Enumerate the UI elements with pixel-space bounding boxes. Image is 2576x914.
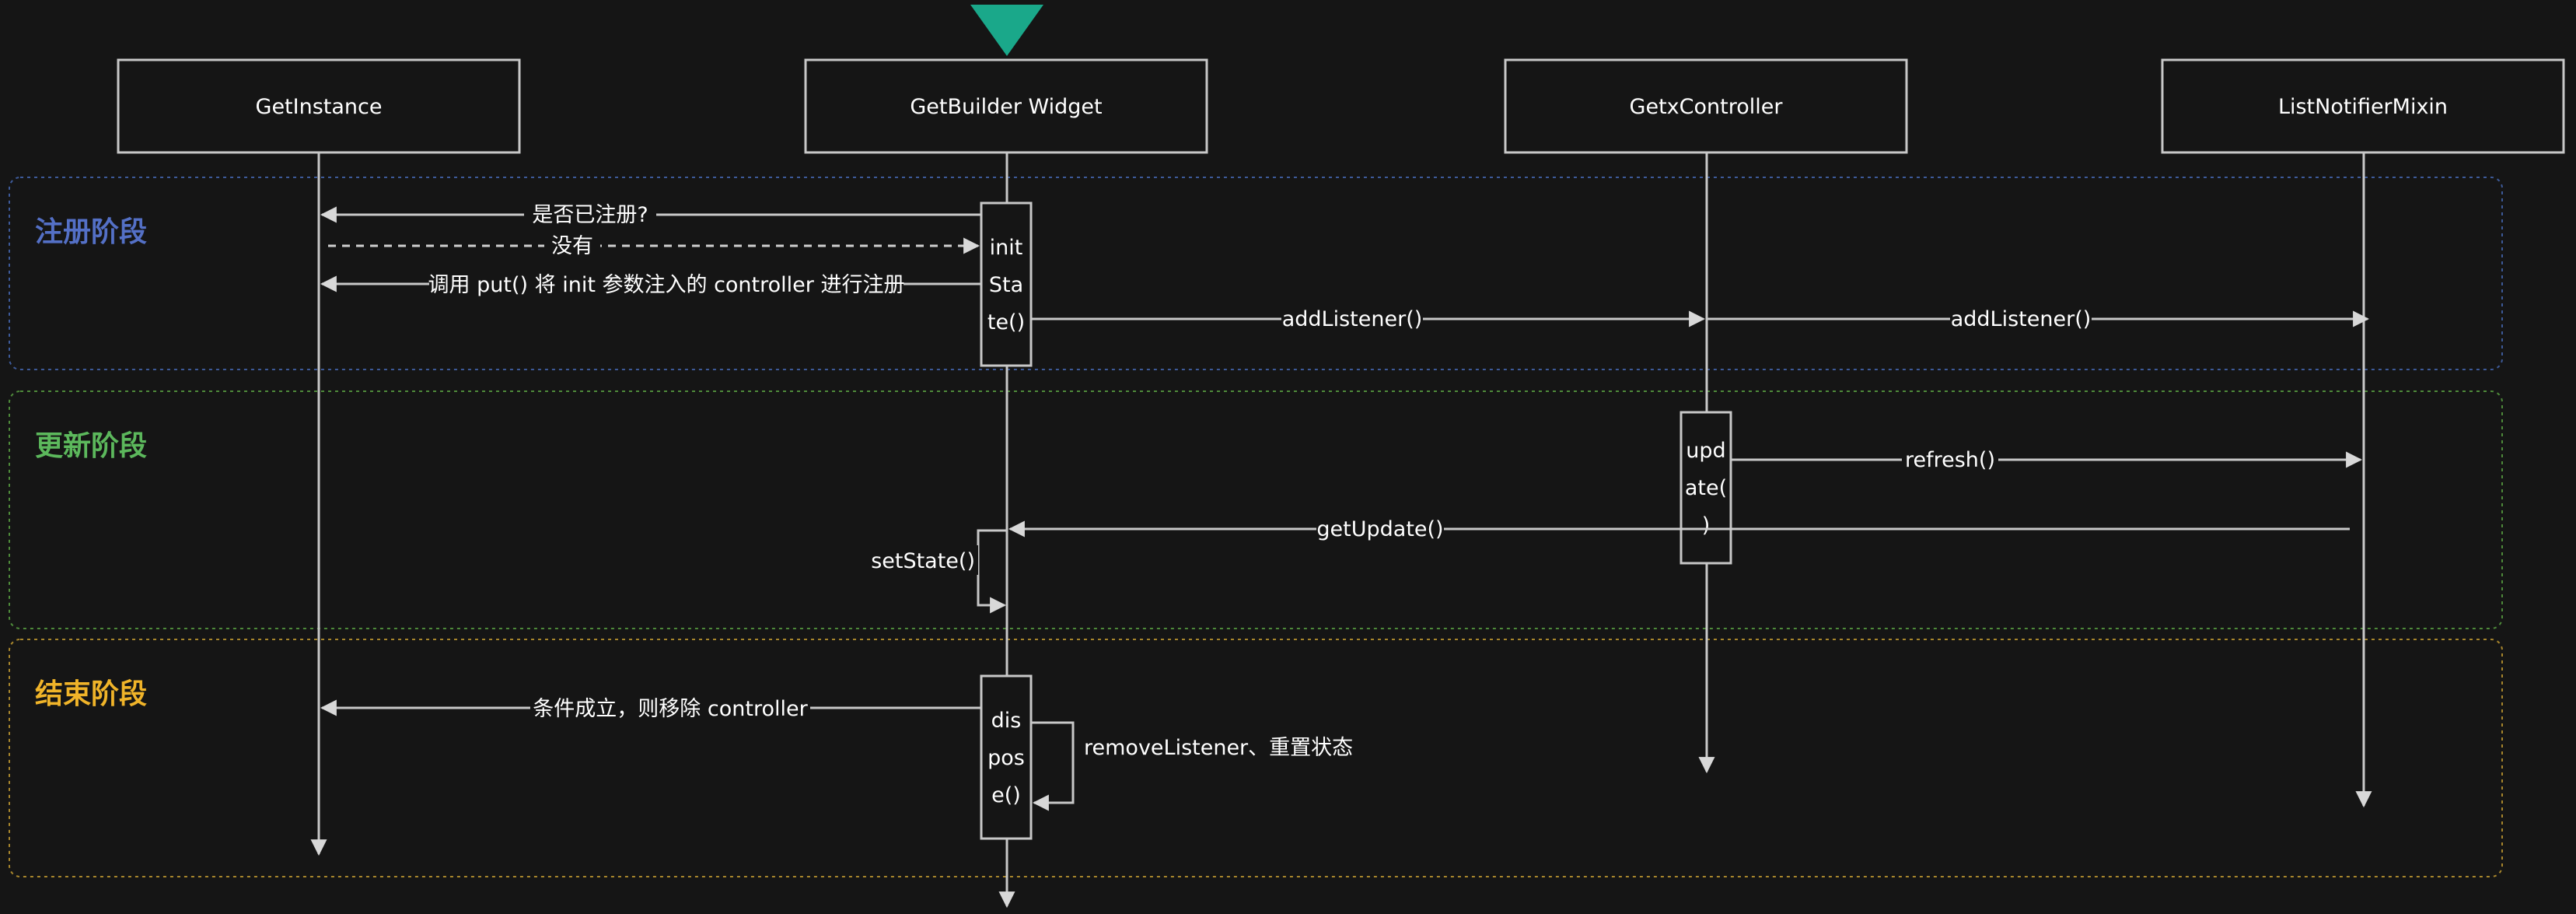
participant-mixin-label: ListNotifierMixin — [2278, 95, 2448, 119]
activation-update: upd ate( ) — [1679, 411, 1732, 565]
participant-controller-label: GetxController — [1630, 95, 1784, 119]
message-remove-controller-label-bg — [530, 693, 810, 723]
message-refresh: refresh() — [1731, 446, 2363, 474]
participant-controller-box — [1504, 58, 1908, 154]
participant-controller: GetxController — [1504, 58, 1908, 154]
phase-register-frame — [9, 177, 2503, 370]
message-add-listener-1-label-bg — [1281, 305, 1423, 333]
message-remove-listener: removeListener、重置状态 — [1031, 721, 1353, 811]
message-is-registered-label: 是否已注册? — [532, 203, 648, 227]
participant-getinstance-label: GetInstance — [256, 95, 383, 119]
message-call-put-label: 调用 put() 将 init 参数注入的 controller 进行注册 — [428, 273, 905, 297]
message-remove-listener-arrow — [1031, 721, 1075, 811]
phase-end: 结束阶段 — [9, 639, 2503, 877]
activation-update-box — [1679, 411, 1732, 565]
start-marker-icon — [970, 5, 1043, 56]
activation-update-line-2: ate( — [1685, 476, 1727, 500]
phase-update-title: 更新阶段 — [35, 430, 147, 462]
activation-dispose-line-2: pos — [987, 746, 1025, 770]
message-add-listener-2-label-bg — [1950, 305, 2092, 333]
message-set-state-arrow — [977, 529, 1007, 614]
activation-init-state: init Sta te() — [980, 201, 1033, 367]
phase-register-title: 注册阶段 — [35, 216, 147, 248]
participant-getbuilder: GetBuilder Widget — [804, 58, 1208, 154]
message-not-registered-label-bg — [544, 232, 600, 260]
phase-end-title: 结束阶段 — [35, 678, 147, 710]
message-add-listener-2-label: addListener() — [1951, 307, 2092, 331]
activation-update-line-3: ) — [1702, 513, 1711, 538]
participant-getinstance: GetInstance — [117, 58, 521, 154]
message-add-listener-1: addListener() — [1031, 305, 1706, 333]
phase-end-frame — [9, 639, 2503, 877]
participant-mixin-box — [2161, 58, 2565, 154]
message-set-state-label-bg — [874, 545, 978, 575]
message-set-state: setState() — [871, 529, 1007, 614]
participant-mixin: ListNotifierMixin — [2161, 58, 2565, 154]
message-not-registered: 没有 — [328, 232, 980, 260]
message-add-listener-1-label: addListener() — [1282, 307, 1423, 331]
activation-dispose-line-3: e() — [991, 783, 1021, 807]
activation-init-state-line-3: te() — [987, 310, 1025, 334]
activation-update-line-1: upd — [1686, 439, 1725, 463]
activation-dispose: dis pos e() — [980, 674, 1033, 840]
participant-getbuilder-box — [804, 58, 1208, 154]
activation-init-state-box — [980, 201, 1033, 367]
message-remove-controller: 条件成立，则移除 controller — [320, 693, 981, 723]
phase-update: 更新阶段 — [9, 390, 2503, 629]
message-get-update-label-bg — [1316, 515, 1444, 543]
message-call-put-label-bg — [429, 269, 904, 299]
message-remove-controller-label: 条件成立，则移除 controller — [533, 697, 808, 721]
message-is-registered-label-bg — [524, 201, 656, 229]
phase-register: 注册阶段 — [9, 177, 2503, 370]
activation-init-state-line-2: Sta — [989, 273, 1023, 297]
message-get-update: getUpdate() — [1008, 515, 2350, 543]
phase-update-frame — [9, 390, 2503, 629]
message-get-update-label: getUpdate() — [1316, 517, 1443, 541]
activation-dispose-line-1: dis — [991, 709, 1022, 733]
message-not-registered-label: 没有 — [551, 234, 593, 258]
message-set-state-label: setState() — [871, 549, 975, 573]
message-call-put: 调用 put() 将 init 参数注入的 controller 进行注册 — [320, 269, 981, 299]
participant-getbuilder-label: GetBuilder Widget — [910, 95, 1102, 119]
participant-getinstance-box — [117, 58, 521, 154]
message-remove-listener-label: removeListener、重置状态 — [1084, 736, 1353, 760]
activation-dispose-box — [980, 674, 1033, 840]
message-refresh-label-bg — [1902, 446, 1998, 474]
activation-init-state-line-1: init — [990, 236, 1023, 260]
message-is-registered: 是否已注册? — [320, 201, 981, 229]
message-refresh-label: refresh() — [1905, 448, 1995, 472]
message-add-listener-2: addListener() — [1707, 305, 2370, 333]
